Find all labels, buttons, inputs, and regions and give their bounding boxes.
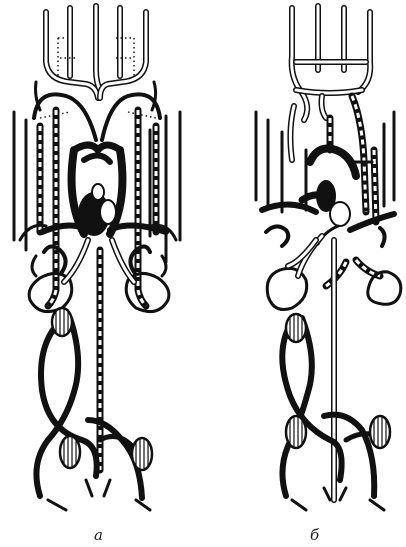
panel-b-organ-right [370, 416, 390, 448]
panel-b-diagram [256, 6, 401, 510]
panel-b-organ-left [286, 416, 306, 448]
panel-a-organ-upper [52, 308, 72, 336]
panel-a-head-vessels [40, 6, 156, 118]
panel-b-striated-organs [286, 314, 390, 448]
panel-a-organ-left [60, 436, 80, 468]
panel-a-organ-right [132, 438, 152, 470]
panel-a-dashed-vessels [40, 110, 156, 470]
panel-a-diagram [14, 6, 180, 510]
panel-a-caption: а [94, 526, 103, 544]
panel-b-caption: б [310, 526, 319, 544]
panel-b-organ-upper [286, 314, 306, 342]
panel-a-lower-vessels [36, 316, 150, 510]
